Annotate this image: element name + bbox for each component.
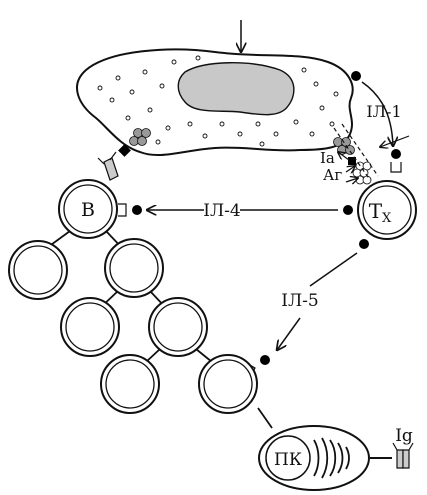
il5-dot [260, 355, 270, 365]
b-cell-il4-receptor [118, 203, 127, 217]
il4-label: IЛ-4 [203, 201, 240, 221]
il1-dot [391, 149, 401, 159]
macrophage-nucleus [177, 62, 295, 116]
t-helper-cell: TX [343, 180, 417, 249]
immunoglobulin-icon [392, 442, 414, 469]
ag-arrow [345, 166, 355, 172]
clone-cell-3 [60, 297, 120, 357]
ia-label: Ia [320, 149, 335, 167]
plasma-cell-label: ПК [274, 450, 302, 470]
t-helper-subscript: X [382, 211, 392, 226]
antigen-square-right [348, 157, 356, 165]
t-cell-il4-dot [343, 205, 353, 215]
b-cell-il4-dot [132, 205, 142, 215]
clone-cell-6 [198, 354, 258, 414]
clone-cell-4 [148, 297, 208, 357]
b-cell-label: B [81, 199, 95, 221]
endoplasmic-reticulum [313, 437, 350, 479]
mhc-ia-complex-right [333, 137, 355, 155]
il5-arrow-lower [277, 317, 301, 350]
t-cell-il1-receptor [390, 162, 402, 173]
il5-arrow-upper [309, 252, 358, 287]
plasma-cell: ПК [258, 425, 370, 491]
t-helper-label: TX [369, 199, 392, 226]
il1-dashed-link-2 [341, 123, 379, 177]
macrophage [76, 20, 361, 156]
clone-cell-2 [104, 238, 164, 298]
clone-cell-5 [100, 354, 160, 414]
il1-sub-arrow [380, 135, 410, 147]
t-cell-il5-dot [359, 239, 369, 249]
b-cell: B [58, 179, 142, 239]
ag-label: Аг [323, 166, 342, 184]
macrophage-il1-dot [351, 71, 361, 81]
tcr-arrow [345, 178, 358, 182]
ia-arrow [338, 152, 350, 161]
mhc-antigen-complex-left [118, 128, 151, 157]
ig-label: Ig [395, 426, 413, 446]
clone-cell-1 [8, 240, 68, 300]
il1-dashed-link-1 [333, 127, 371, 181]
il5-label: IЛ-5 [281, 291, 318, 311]
cytoplasm-granules [97, 55, 339, 147]
il1-arrow [361, 81, 393, 146]
b-cell-receptor-upper [97, 151, 119, 181]
il1-label: IЛ-1 [366, 102, 401, 121]
t-cell-receptor-chain [352, 161, 372, 185]
